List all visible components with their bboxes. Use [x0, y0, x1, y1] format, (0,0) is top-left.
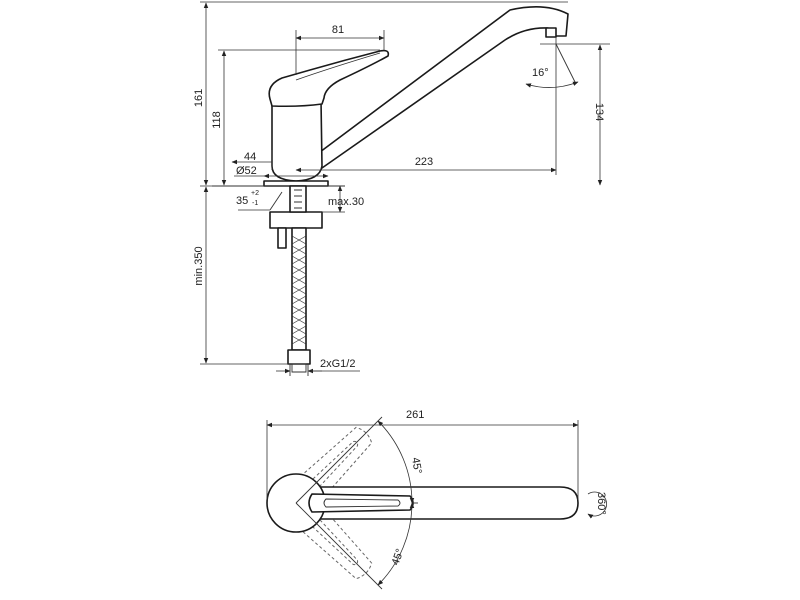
spout [311, 6, 569, 169]
dim-hose-length: min.350 [193, 246, 205, 285]
aerator [545, 27, 557, 38]
hose-connector [287, 349, 311, 365]
dim-spout-reach: 223 [415, 156, 433, 168]
flexible-hose [291, 227, 307, 351]
dim-hole-tol-upper: +2 [251, 190, 259, 197]
dim-base-diameter: Ø52 [236, 165, 257, 177]
lever-top [308, 493, 414, 513]
dim-body-offset: 44 [244, 151, 256, 163]
side-dimensions: 81 161 118 134 16° 44 Ø52 223 35 +2 -1 [193, 1, 610, 376]
dim-max-thickness: max.30 [328, 196, 364, 208]
top-view [266, 426, 579, 580]
faucet-body [271, 99, 323, 182]
dim-angle-upper: 45° [409, 456, 424, 474]
hose-braid [291, 235, 307, 345]
side-view [212, 6, 569, 373]
dim-handle-length: 81 [332, 24, 344, 36]
dim-overall-length: 261 [406, 409, 424, 421]
dim-connection: 2xG1/2 [320, 358, 355, 370]
dim-spout-height: 134 [593, 103, 605, 121]
dim-body-height: 118 [211, 111, 223, 129]
fixing-nut [269, 211, 323, 229]
dim-spout-angle: 16° [532, 67, 549, 79]
dim-rotation: 360° [595, 492, 607, 515]
dim-angle-lower: 45° [390, 547, 407, 567]
dim-overall-height: 161 [193, 89, 205, 107]
dim-hole-diameter: 35 [236, 195, 248, 207]
lever-handle [268, 49, 390, 108]
top-dimensions: 261 45° 45° 360° [266, 409, 608, 590]
fixing-stud [277, 227, 287, 249]
dim-hole-tol-lower: -1 [252, 200, 258, 207]
